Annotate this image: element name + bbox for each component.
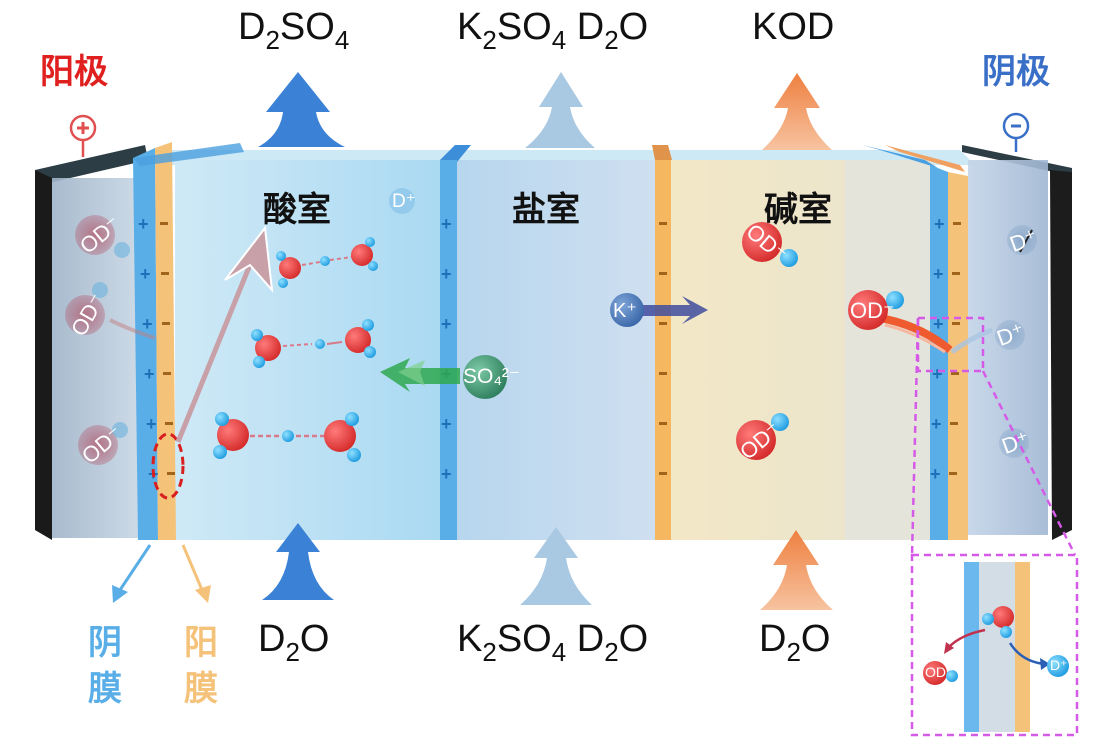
acid-chamber-label: 酸室 bbox=[263, 190, 331, 230]
base-od-ion-2: OD⁻ bbox=[850, 298, 895, 323]
svg-text:+: + bbox=[441, 214, 452, 234]
acid-in-arrow bbox=[262, 523, 334, 600]
acid-output-label: D2SO4 bbox=[238, 6, 350, 55]
right-membrane-pair bbox=[862, 145, 968, 540]
base-chamber-ions bbox=[736, 222, 993, 460]
cathode-terminal bbox=[1002, 112, 1030, 152]
base-out-arrow bbox=[762, 73, 832, 150]
membrane-label-arrows bbox=[112, 544, 211, 603]
salt-chamber-label: 盐室 bbox=[512, 190, 580, 230]
anode-electrode bbox=[35, 145, 148, 540]
svg-text:+: + bbox=[930, 464, 941, 484]
zoom-callout bbox=[910, 316, 1079, 737]
anion-membrane-label: 阳 膜 bbox=[184, 623, 218, 709]
salt-chamber bbox=[455, 160, 655, 540]
potassium-ion-label: K⁺ bbox=[613, 300, 637, 322]
salt-output-label: K2SO4 D2O bbox=[457, 6, 649, 55]
highlight-ellipse bbox=[151, 432, 185, 500]
acid-d-ion: D⁺ bbox=[392, 191, 416, 212]
bottom-arrows bbox=[262, 523, 833, 610]
salt-in-arrow bbox=[520, 527, 592, 605]
svg-text:+: + bbox=[138, 214, 149, 234]
base-input-label: D2O bbox=[759, 618, 831, 667]
proton-path-arrow bbox=[175, 225, 274, 443]
svg-text:+: + bbox=[441, 414, 452, 434]
salt-input-label: K2SO4 D2O bbox=[457, 618, 649, 667]
sulfate-ion bbox=[380, 355, 507, 399]
base-in-arrow bbox=[760, 530, 833, 610]
salt-left-membrane bbox=[440, 145, 471, 540]
svg-text:+: + bbox=[934, 214, 945, 234]
svg-text:+: + bbox=[932, 364, 943, 384]
svg-text:+: + bbox=[931, 414, 942, 434]
svg-text:+: + bbox=[140, 264, 151, 284]
inset-water-splitting bbox=[923, 562, 1069, 732]
svg-text:+: + bbox=[933, 264, 944, 284]
svg-text:+: + bbox=[441, 464, 452, 484]
svg-text:+: + bbox=[144, 364, 155, 384]
salt-out-arrow bbox=[525, 72, 595, 148]
inset-d-ion: D⁺ bbox=[1050, 657, 1068, 673]
acid-chamber-molecules bbox=[213, 188, 415, 462]
left-membrane-pair bbox=[133, 142, 244, 540]
svg-text:+: + bbox=[441, 314, 452, 334]
svg-text:+: + bbox=[933, 314, 944, 334]
top-arrows bbox=[258, 72, 832, 150]
salt-right-membrane bbox=[652, 145, 672, 540]
acid-out-arrow bbox=[258, 72, 345, 147]
acid-chamber bbox=[175, 160, 445, 540]
anode-ions bbox=[65, 215, 156, 465]
svg-text:+: + bbox=[441, 264, 452, 284]
acid-input-label: D2O bbox=[258, 618, 330, 667]
base-output-label: KOD bbox=[752, 6, 835, 48]
anode-terminal bbox=[69, 114, 97, 157]
svg-text:+: + bbox=[146, 414, 157, 434]
svg-text:+: + bbox=[142, 314, 153, 334]
sulfate-ion-label: SO₄²⁻ bbox=[463, 365, 520, 388]
cathode-label: 阴极 bbox=[982, 52, 1050, 92]
anode-label: 阳极 bbox=[40, 52, 108, 92]
inset-od-ion: OD⁻ bbox=[925, 664, 954, 680]
base-chamber-label: 碱室 bbox=[764, 190, 832, 230]
potassium-ion bbox=[610, 293, 708, 327]
cation-membrane-label: 阴 膜 bbox=[88, 623, 122, 709]
membrane-charge-marks: +++ +++ +++ +++ +++ +++ bbox=[138, 214, 961, 484]
